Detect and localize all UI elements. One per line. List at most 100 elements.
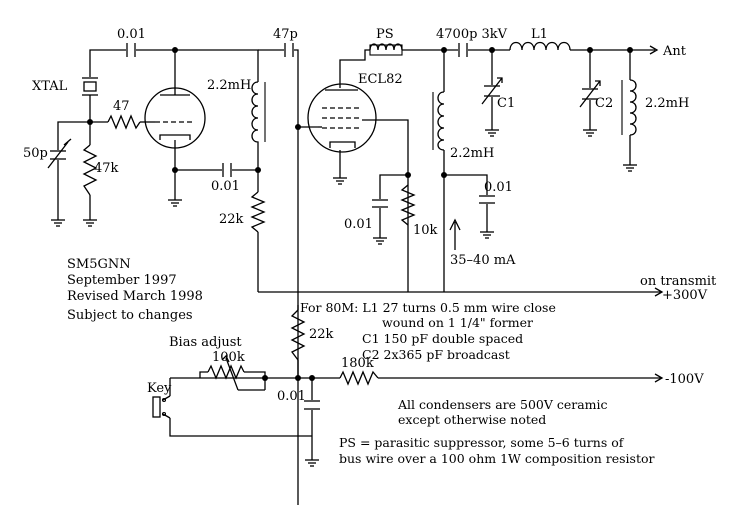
triode-tube — [144, 87, 206, 149]
key-jack — [152, 395, 171, 419]
capacitor-47p — [284, 43, 294, 57]
ground-symbol — [485, 129, 499, 137]
ground-symbol — [583, 129, 597, 137]
resistor-47 — [107, 114, 141, 130]
capacitor-top-0-01 — [126, 43, 136, 57]
ecl82-pentode-tube — [307, 83, 402, 153]
label-c-47p: 47p — [273, 27, 298, 42]
inductor-l1 — [509, 41, 571, 51]
ground-symbol — [83, 219, 97, 227]
label-ps: PS — [376, 27, 394, 42]
ground-symbol — [480, 231, 494, 239]
capacitor-cathode-0-01 — [222, 163, 232, 177]
junction-dot — [295, 375, 301, 381]
inductor-ant-2-2mh — [621, 79, 637, 136]
junction-dot — [255, 167, 261, 173]
label-r-22k-lower: 22k — [309, 327, 334, 342]
capacitor-grid-0-01 — [372, 199, 388, 208]
label-current: 35–40 mA — [450, 253, 516, 268]
note-line-7: PS = parasitic suppressor, some 5–6 turn… — [339, 435, 625, 450]
resistor-10k — [400, 184, 416, 226]
label-bias-adjust: Bias adjust — [169, 335, 242, 350]
note-line-1: For 80M: L1 27 turns 0.5 mm wire close — [300, 300, 556, 315]
junction-dot — [441, 47, 447, 53]
component-labels: 0.01 47p PS 4700p 3kV L1 Ant XTAL 2.2mH … — [23, 27, 717, 404]
resistor-22k-lower — [290, 309, 306, 361]
label-c-4700p: 4700p 3kV — [436, 27, 508, 42]
author-note: Subject to changes — [67, 308, 193, 323]
label-r-22k-upper: 22k — [219, 212, 244, 227]
current-arrow — [449, 218, 461, 250]
variable-capacitor-c2 — [579, 80, 601, 108]
ground-symbols — [51, 129, 637, 467]
junction-dot — [172, 47, 178, 53]
author-call: SM5GNN — [67, 257, 131, 272]
note-line-6: except otherwise noted — [398, 412, 546, 427]
terminal-arrows — [649, 45, 664, 383]
note-line-3: C1 150 pF double spaced — [362, 331, 523, 346]
resistor-22k-upper — [250, 191, 266, 233]
junction-dots — [87, 47, 633, 381]
label-ant: Ant — [662, 44, 687, 59]
ground-symbol — [373, 237, 387, 245]
author-date: September 1997 — [67, 273, 177, 288]
junction-dot — [87, 119, 93, 125]
inductor-plate-2-2mh — [432, 91, 445, 151]
parasitic-suppressor — [369, 43, 403, 56]
ground-symbol — [623, 164, 637, 172]
crystal — [82, 77, 98, 98]
capacitor-50p-trimmer — [47, 138, 72, 169]
junction-dot — [587, 47, 593, 53]
label-xtal: XTAL — [32, 79, 68, 94]
label-l-plate: 2.2mH — [450, 146, 494, 161]
label-l-osc: 2.2mH — [207, 78, 251, 93]
label-c-50p: 50p — [23, 146, 48, 161]
note-line-2: wound on 1 1/4" former — [382, 315, 533, 330]
note-line-8: bus wire over a 100 ohm 1W composition r… — [339, 451, 654, 466]
label-plus-300v: +300V — [662, 288, 708, 303]
label-on-transmit: on transmit — [640, 274, 717, 289]
label-c-bias: 0.01 — [277, 389, 306, 404]
resistor-47k — [82, 144, 98, 196]
label-l1: L1 — [531, 27, 548, 42]
ground-symbol — [168, 199, 182, 207]
label-r-10k: 10k — [413, 223, 438, 238]
resistor-180k — [339, 370, 379, 386]
notes-block: For 80M: L1 27 turns 0.5 mm wire close w… — [300, 300, 654, 466]
label-c-cathode: 0.01 — [211, 179, 240, 194]
ground-symbol — [51, 219, 65, 227]
ground-symbol — [305, 459, 319, 467]
author-revised: Revised March 1998 — [67, 289, 203, 304]
capacitor-bias-0-01 — [304, 400, 320, 410]
junction-dot — [172, 167, 178, 173]
potentiometer-100k — [199, 354, 266, 391]
label-r-47: 47 — [113, 99, 130, 114]
note-line-4: C2 2x365 pF broadcast — [362, 347, 510, 362]
label-c-plate: 0.01 — [484, 180, 513, 195]
note-line-5: All condensers are 500V ceramic — [397, 397, 608, 412]
junction-dot — [489, 47, 495, 53]
ground-symbol — [333, 177, 347, 185]
variable-capacitor-c1 — [481, 77, 503, 105]
capacitor-4700p — [458, 43, 468, 57]
label-minus-100v: -100V — [665, 372, 704, 387]
junction-dot — [405, 172, 411, 178]
label-c-0-01-top: 0.01 — [117, 27, 146, 42]
junction-dot — [309, 375, 315, 381]
label-c1: C1 — [497, 96, 515, 111]
junction-dot — [627, 47, 633, 53]
label-r-180k: 180k — [341, 356, 374, 371]
inductor-osc-2-2mh — [251, 81, 266, 145]
label-ecl82: ECL82 — [358, 72, 403, 87]
junction-dot — [441, 172, 447, 178]
label-c2: C2 — [595, 96, 613, 111]
label-r-100k: 100k — [212, 350, 245, 365]
junction-dot — [295, 124, 301, 130]
label-c-grid: 0.01 — [344, 217, 373, 232]
label-key: Key — [147, 381, 172, 396]
label-r-47k: 47k — [94, 161, 119, 176]
label-l-ant: 2.2mH — [645, 96, 689, 111]
author-block: SM5GNN September 1997 Revised March 1998… — [67, 257, 203, 323]
